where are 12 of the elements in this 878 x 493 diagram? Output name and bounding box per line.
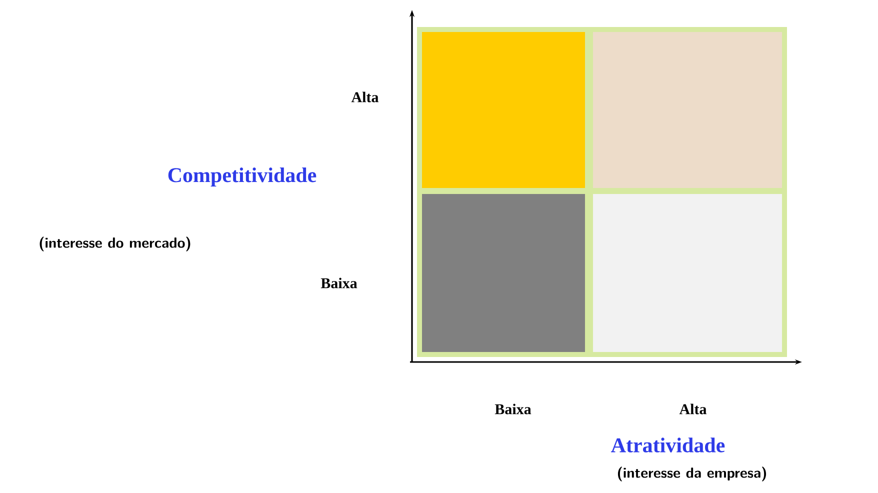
axis-tick-label: Baixa xyxy=(494,404,532,414)
axis-tick-label: Alta xyxy=(679,404,707,414)
quadrant-box xyxy=(593,194,782,352)
quadrant-box xyxy=(422,194,585,352)
axis-subtitle: (interesse do mercado) xyxy=(40,236,190,252)
quadrant-box xyxy=(422,32,585,188)
axis-title: Atratividade xyxy=(611,438,725,452)
axis-subtitle: (interesse da empresa) xyxy=(618,466,766,482)
axis-tick-label: Alta xyxy=(351,92,379,102)
quadrant-box xyxy=(593,32,782,188)
axis-tick-label: Baixa xyxy=(320,278,358,288)
axis-title: Competitividade xyxy=(168,167,316,187)
